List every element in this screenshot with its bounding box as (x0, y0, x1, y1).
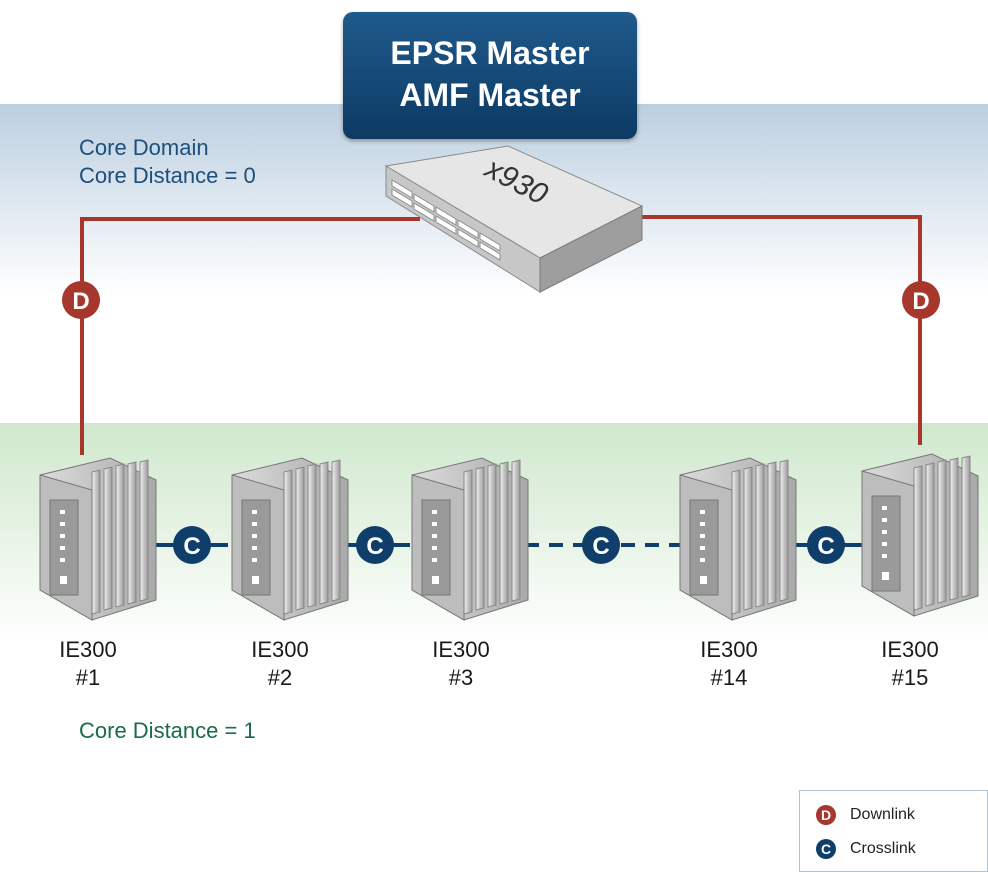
legend-crosslink-label: Crosslink (850, 840, 916, 857)
downlink-badge-left: D (62, 281, 100, 319)
svg-text:C: C (183, 533, 200, 560)
downlink-line-left (80, 217, 420, 455)
svg-text:C: C (592, 533, 609, 560)
svg-text:C: C (817, 533, 834, 560)
ie300-device-2 (231, 457, 349, 621)
ie300-device-3 (411, 457, 529, 621)
crosslink-icon: C (816, 839, 836, 859)
core-distance-1-label: Core Distance = 1 (79, 718, 256, 743)
crosslink-badge-14-15: C (807, 526, 845, 564)
master-line-2: AMF Master (399, 77, 581, 113)
downlink-links (80, 215, 922, 455)
legend: D Downlink C Crosslink (799, 790, 988, 872)
core-domain-label: Core Domain Core Distance = 0 (79, 134, 256, 190)
downlink-badge-right: D (902, 281, 940, 319)
node-label-1: IE300 #1 (59, 637, 117, 690)
x930-switch: x930 (384, 145, 644, 293)
downlink-icon: D (816, 805, 836, 825)
ie300-device-15 (861, 453, 979, 617)
svg-text:C: C (366, 533, 383, 560)
crosslink-badge-3-14: C (582, 526, 620, 564)
crosslink-badge-2-3: C (356, 526, 394, 564)
master-line-1: EPSR Master (390, 35, 590, 71)
core-distance-0: Core Distance = 0 (79, 163, 256, 188)
crosslink-badge-1-2: C (173, 526, 211, 564)
ie300-device-1 (39, 457, 157, 621)
legend-downlink: D Downlink (816, 805, 915, 825)
core-domain-title: Core Domain (79, 135, 209, 160)
ie300-device-14 (679, 457, 797, 621)
node-label-2: IE300 #2 (251, 637, 309, 690)
legend-downlink-label: Downlink (850, 806, 915, 823)
svg-text:D: D (72, 288, 89, 315)
epsr-amf-master-box: EPSR Master AMF Master (343, 12, 637, 139)
downlink-line-right (632, 215, 922, 445)
legend-crosslink: C Crosslink (816, 839, 916, 859)
svg-text:D: D (912, 288, 929, 315)
node-label-14: IE300 #14 (700, 637, 758, 690)
node-label-3: IE300 #3 (432, 637, 490, 690)
node-label-15: IE300 #15 (881, 637, 939, 690)
